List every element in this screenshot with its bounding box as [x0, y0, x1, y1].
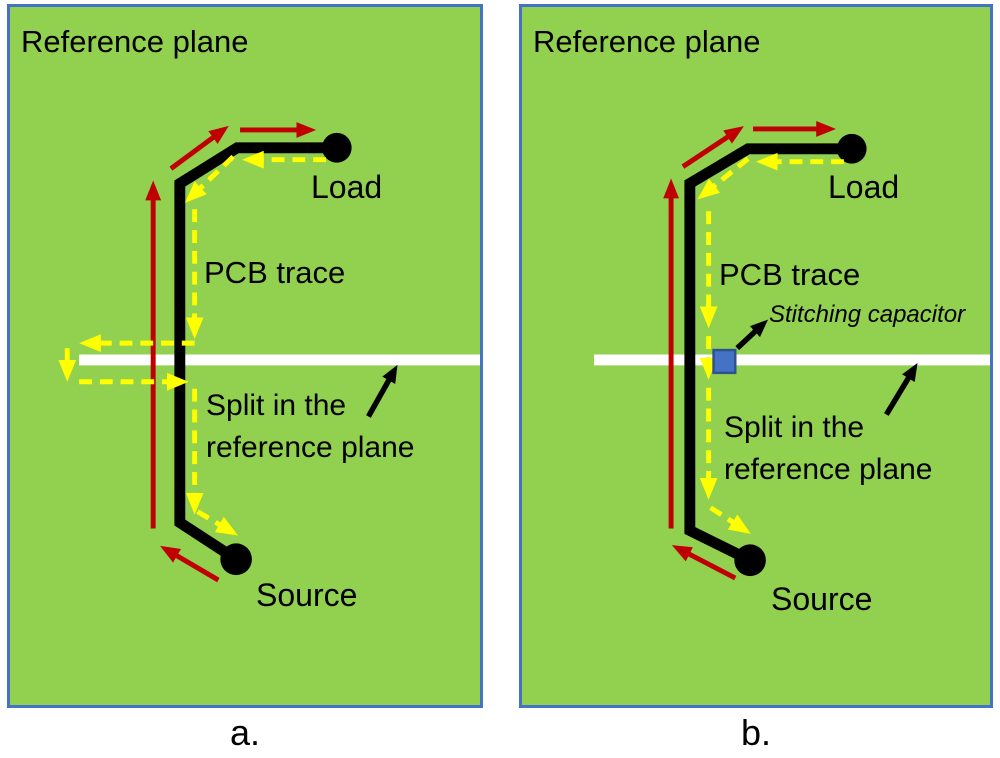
return-current-path [58, 150, 326, 536]
return-current-path [697, 152, 844, 534]
panel-b-reference-plane: Reference plane Load PCB trace Stitching… [519, 4, 993, 708]
panel-b-diagram [594, 121, 990, 581]
capacitor-annotation-arrow [735, 319, 768, 351]
split-label: Split in the reference plane [724, 407, 932, 491]
split-label: Split in the reference plane [206, 385, 414, 469]
panel-a-diagram [58, 122, 480, 583]
load-label: Load [311, 169, 383, 205]
source-pad [734, 544, 766, 577]
reference-plane-label: Reference plane [21, 24, 249, 59]
pcb-trace-label: PCB trace [719, 257, 861, 292]
reference-plane-label: Reference plane [533, 24, 761, 59]
stitching-capacitor [712, 348, 737, 375]
load-pad [836, 133, 867, 164]
split-annotation-arrow [884, 362, 918, 416]
panel-a-caption: a. [229, 712, 261, 753]
split-label-line1: Split in the [724, 411, 865, 444]
panel-a-reference-plane: Reference plane Load PCB trace Split in … [7, 4, 483, 708]
split-label-line2: reference plane [724, 453, 933, 486]
load-label: Load [828, 169, 900, 205]
split-label-line1: Split in the [206, 389, 347, 422]
pcb-trace [684, 133, 867, 577]
split-label-line2: reference plane [206, 431, 415, 464]
source-pad [220, 543, 252, 576]
pcb-trace-label: PCB trace [204, 255, 346, 290]
source-label: Source [256, 577, 358, 613]
pcb-trace [174, 132, 352, 576]
signal-current-arrows [663, 121, 836, 581]
signal-current-arrows [145, 122, 317, 583]
load-pad [322, 132, 352, 163]
panel-b-caption: b. [740, 712, 772, 753]
split-annotation-arrow [366, 364, 398, 418]
source-label: Source [771, 581, 873, 617]
stitching-capacitor-label: Stitching capacitor [769, 301, 966, 328]
